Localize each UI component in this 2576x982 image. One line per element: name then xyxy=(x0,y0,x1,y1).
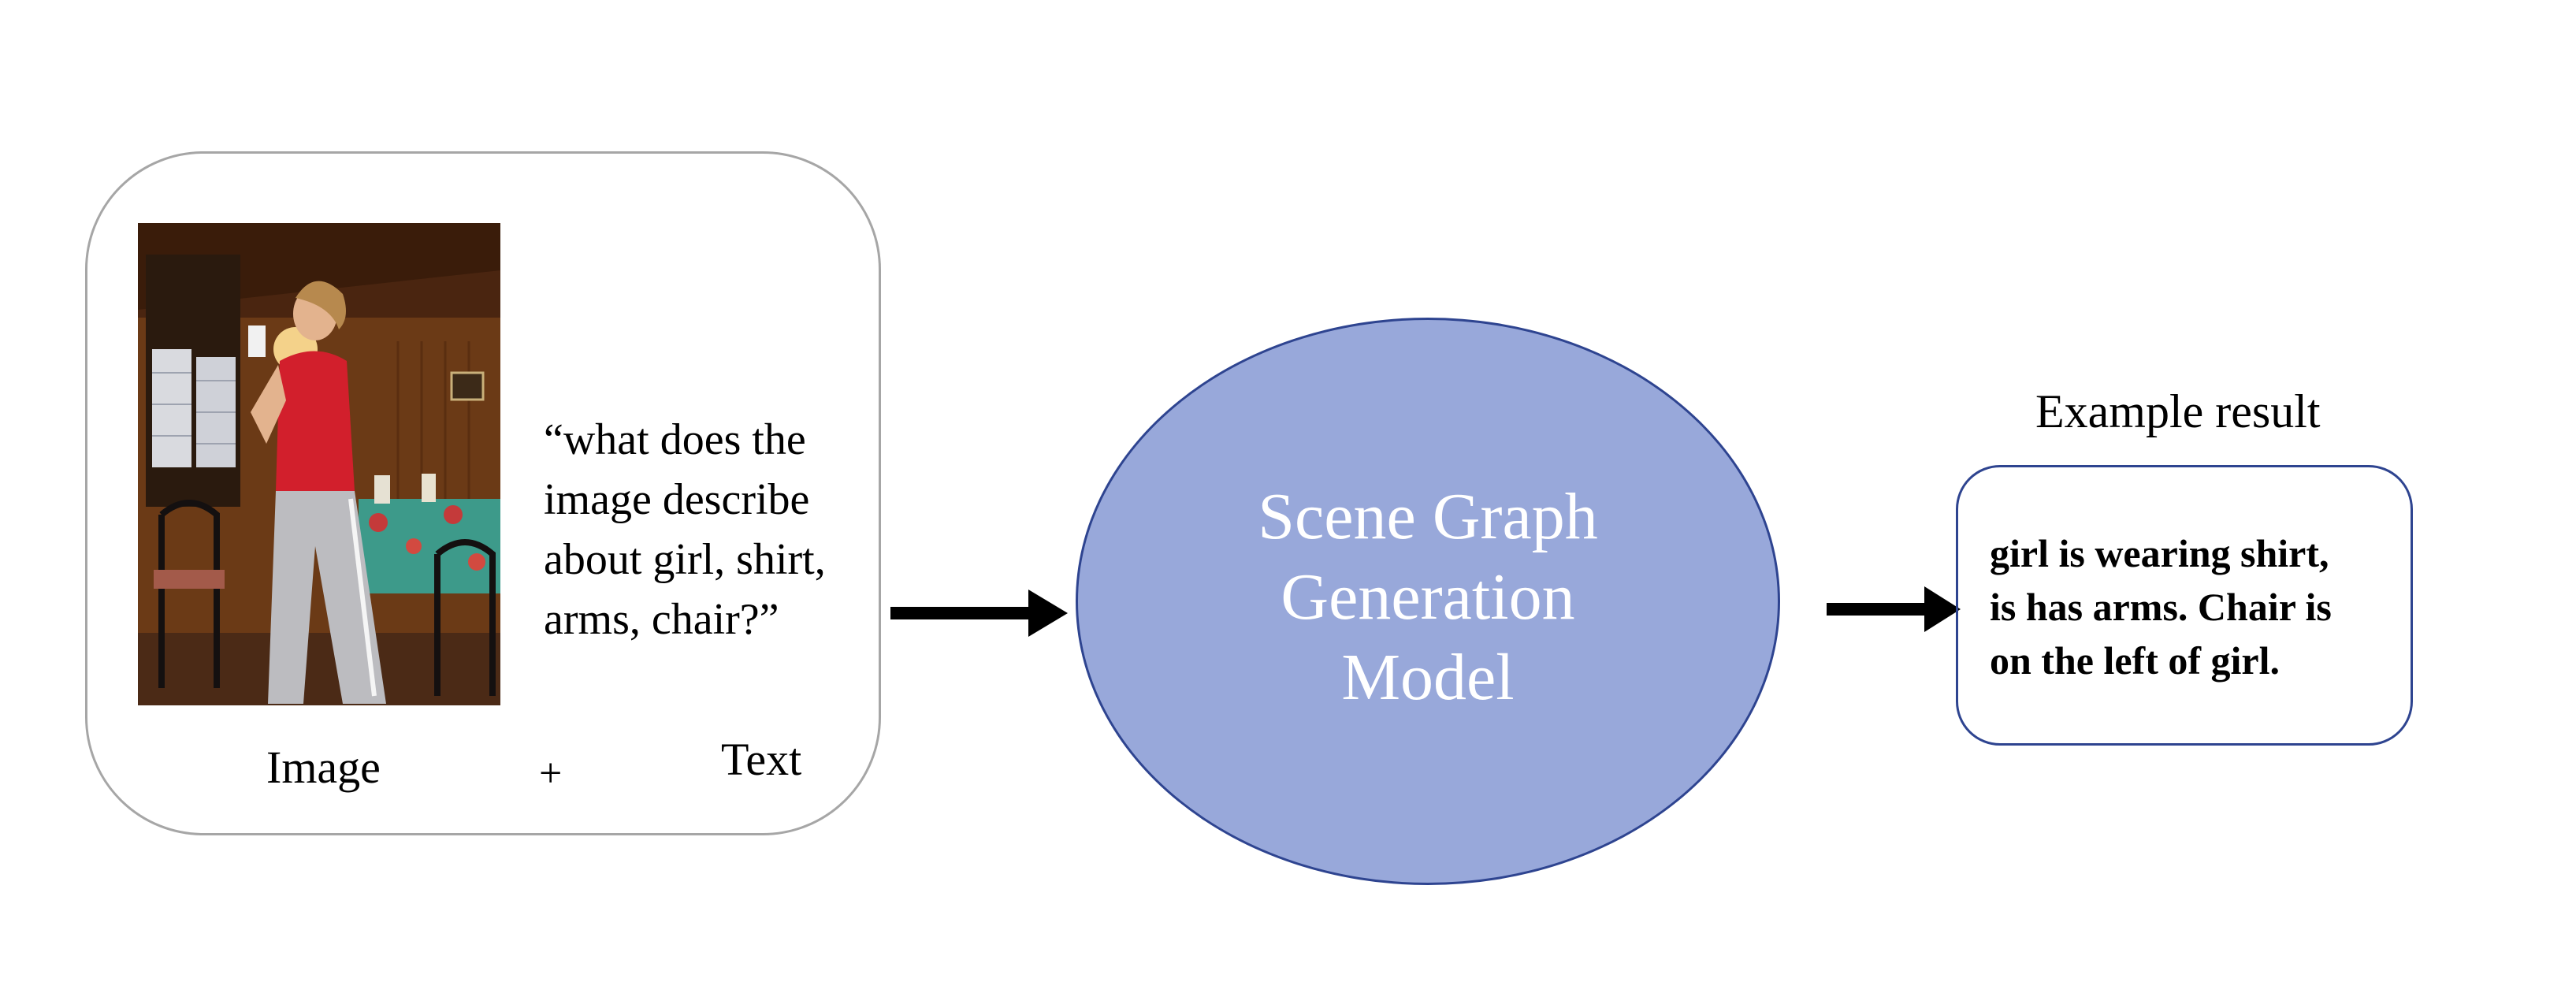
model-to-result-arrow-icon xyxy=(1827,586,1961,632)
input-panel xyxy=(85,151,881,835)
input-photo xyxy=(138,223,500,705)
result-box xyxy=(1956,465,2413,746)
result-text: girl is wearing shirt, is has arms. Chai… xyxy=(1990,531,2332,683)
plus-sign: + xyxy=(539,751,563,796)
result-heading: Example result xyxy=(2035,385,2321,437)
model-title: Scene Graph Generation Model xyxy=(1258,480,1598,714)
text-label: Text xyxy=(721,734,802,785)
input-to-model-arrow-icon xyxy=(890,590,1068,637)
image-label: Image xyxy=(266,742,381,793)
query-text: “what does the image describe about girl… xyxy=(544,415,826,644)
scene-graph-model-node: Scene Graph Generation Model xyxy=(1076,318,1780,885)
